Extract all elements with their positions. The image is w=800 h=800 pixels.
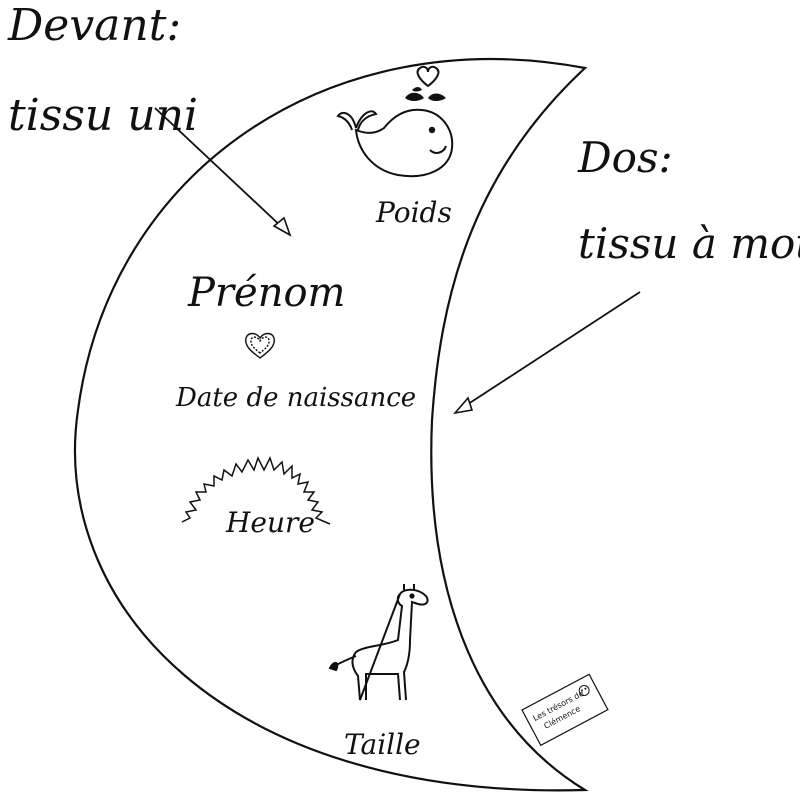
front-arrow bbox=[154, 107, 292, 237]
brand-tag: Les trésors de Clémence bbox=[521, 673, 609, 747]
back-title: Dos: bbox=[577, 133, 673, 182]
heart-icon bbox=[416, 65, 440, 88]
heart-outline-icon bbox=[245, 332, 275, 359]
whale-spout bbox=[405, 87, 446, 101]
moon-shape bbox=[73, 58, 589, 792]
sun-rays-icon bbox=[181, 456, 331, 525]
whale-icon bbox=[336, 108, 454, 178]
back-arrow bbox=[452, 291, 641, 415]
height-label: Taille bbox=[344, 728, 421, 761]
weight-label: Poids bbox=[375, 196, 452, 229]
giraffe-icon bbox=[328, 584, 429, 701]
first-name-label: Prénom bbox=[187, 270, 345, 316]
front-title: Devant: bbox=[7, 0, 181, 51]
birth-date-label: Date de naissance bbox=[175, 383, 416, 413]
back-fabric: tissu à motif bbox=[578, 219, 800, 268]
hour-label: Heure bbox=[225, 506, 315, 539]
front-fabric: tissu uni bbox=[8, 90, 198, 141]
